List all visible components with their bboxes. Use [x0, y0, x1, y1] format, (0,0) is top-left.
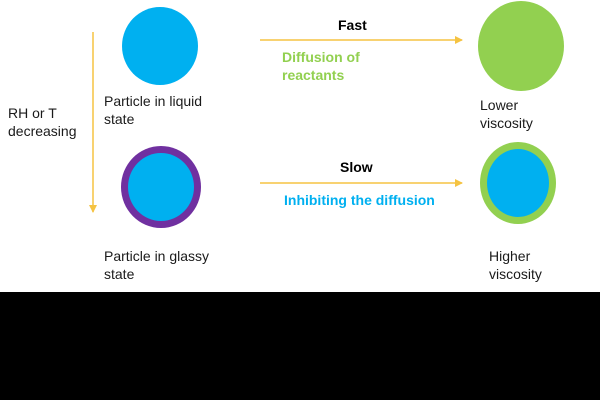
- higher-viscosity-label: Higher viscosity: [489, 248, 542, 282]
- diagram-canvas: RH or T decreasing Particle in liquid st…: [0, 0, 600, 292]
- lower-viscosity-particle: [478, 1, 564, 91]
- fast-label: Fast: [338, 17, 367, 33]
- black-band: [0, 292, 600, 400]
- inhibiting-diffusion-label: Inhibiting the diffusion: [284, 192, 435, 208]
- diffusion-of-reactants-label: Diffusion of reactants: [282, 49, 360, 83]
- slow-label: Slow: [340, 159, 373, 175]
- lower-viscosity-label: Lower viscosity: [480, 97, 533, 131]
- axis-label: RH or T decreasing: [8, 105, 77, 139]
- diagram-graphics: [89, 1, 564, 228]
- glassy-particle-core: [128, 153, 194, 221]
- liquid-particle-label: Particle in liquid state: [104, 93, 203, 127]
- glassy-particle-label: Particle in glassy state: [104, 248, 210, 282]
- liquid-particle: [122, 7, 198, 85]
- higher-viscosity-particle-core: [487, 149, 549, 217]
